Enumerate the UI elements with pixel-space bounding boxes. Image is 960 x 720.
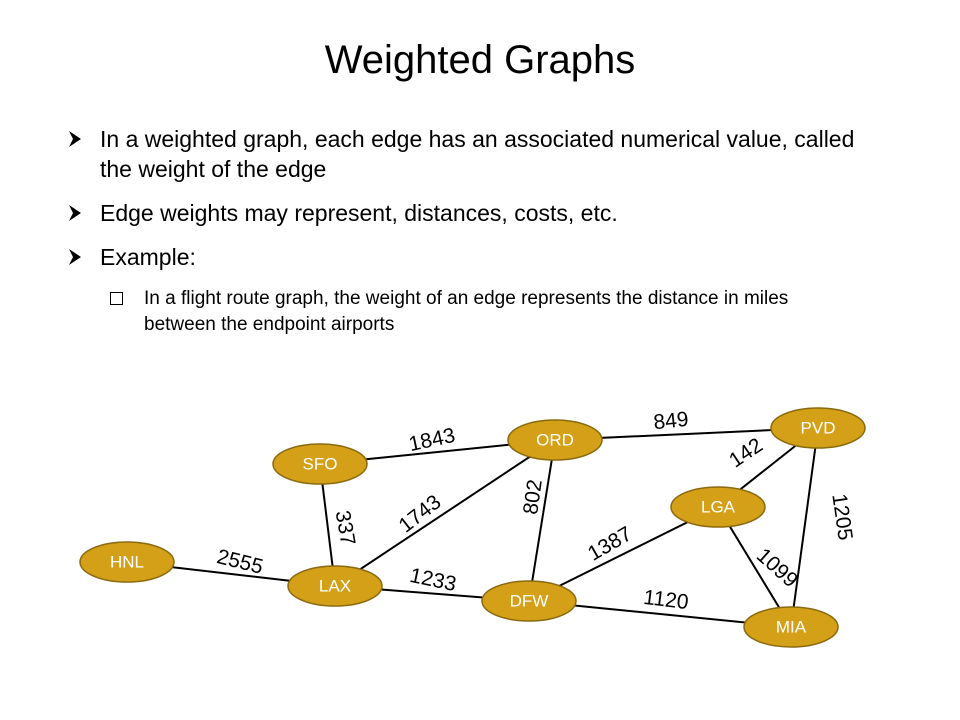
bullet-text: Edge weights may represent, distances, c… — [100, 200, 618, 226]
node-sfo: SFO — [272, 443, 368, 485]
node-shape — [670, 486, 766, 528]
node-lga: LGA — [670, 486, 766, 528]
node-shape — [272, 443, 368, 485]
node-hnl: HNL — [79, 541, 175, 583]
node-mia: MIA — [743, 606, 839, 648]
arrow-bullet-icon — [69, 249, 81, 265]
arrow-bullet-icon — [69, 131, 81, 147]
node-label: LAX — [319, 577, 351, 596]
node-lax: LAX — [287, 565, 383, 607]
edge-weight-label: 802 — [519, 478, 547, 516]
sub-bullet-text: In a flight route graph, the weight of a… — [144, 288, 789, 335]
edge-weight-label: 1387 — [584, 522, 636, 565]
node-ord: ORD — [507, 419, 603, 461]
edge-dfw-lga — [528, 506, 719, 602]
edge-weight-label: 1120 — [642, 586, 690, 614]
edge-ord-dfw — [528, 439, 556, 602]
bullet-item: Edge weights may represent, distances, c… — [64, 198, 864, 228]
edge-weight-label: 1099 — [752, 544, 802, 592]
bullet-item: Example: — [64, 242, 864, 272]
node-label: DFW — [510, 592, 549, 611]
node-pvd: PVD — [770, 407, 866, 449]
node-label: MIA — [776, 618, 807, 637]
node-shape — [481, 580, 577, 622]
node-label: HNL — [110, 553, 144, 572]
node-dfw: DFW — [481, 580, 577, 622]
edge-weight-label: 142 — [725, 434, 767, 473]
bullet-item: In a weighted graph, each edge has an as… — [64, 124, 864, 184]
node-shape — [287, 565, 383, 607]
node-label: SFO — [303, 455, 338, 474]
edge-pvd-mia — [790, 427, 819, 628]
bullet-text: Example: — [100, 244, 196, 270]
node-label: PVD — [801, 419, 836, 438]
bullet-list: In a weighted graph, each edge has an as… — [64, 124, 864, 338]
square-bullet-icon — [110, 292, 123, 305]
page-title: Weighted Graphs — [324, 38, 636, 82]
nodes-layer: HNL LAX SFO ORD DFW PVD LGA MIA — [79, 407, 866, 648]
node-shape — [507, 419, 603, 461]
edge-lax-ord — [334, 439, 556, 587]
node-shape — [743, 606, 839, 648]
sub-bullet-item: In a flight route graph, the weight of a… — [108, 286, 844, 338]
edge-weight-label: 337 — [331, 509, 360, 548]
arrow-bullet-icon — [69, 205, 81, 221]
edge-weight-label: 1205 — [827, 492, 856, 541]
edge-weight-label: 849 — [652, 408, 689, 435]
node-shape — [770, 407, 866, 449]
node-label: LGA — [701, 498, 736, 517]
bullet-text: In a weighted graph, each edge has an as… — [100, 126, 855, 182]
node-shape — [79, 541, 175, 583]
node-label: ORD — [536, 431, 574, 450]
